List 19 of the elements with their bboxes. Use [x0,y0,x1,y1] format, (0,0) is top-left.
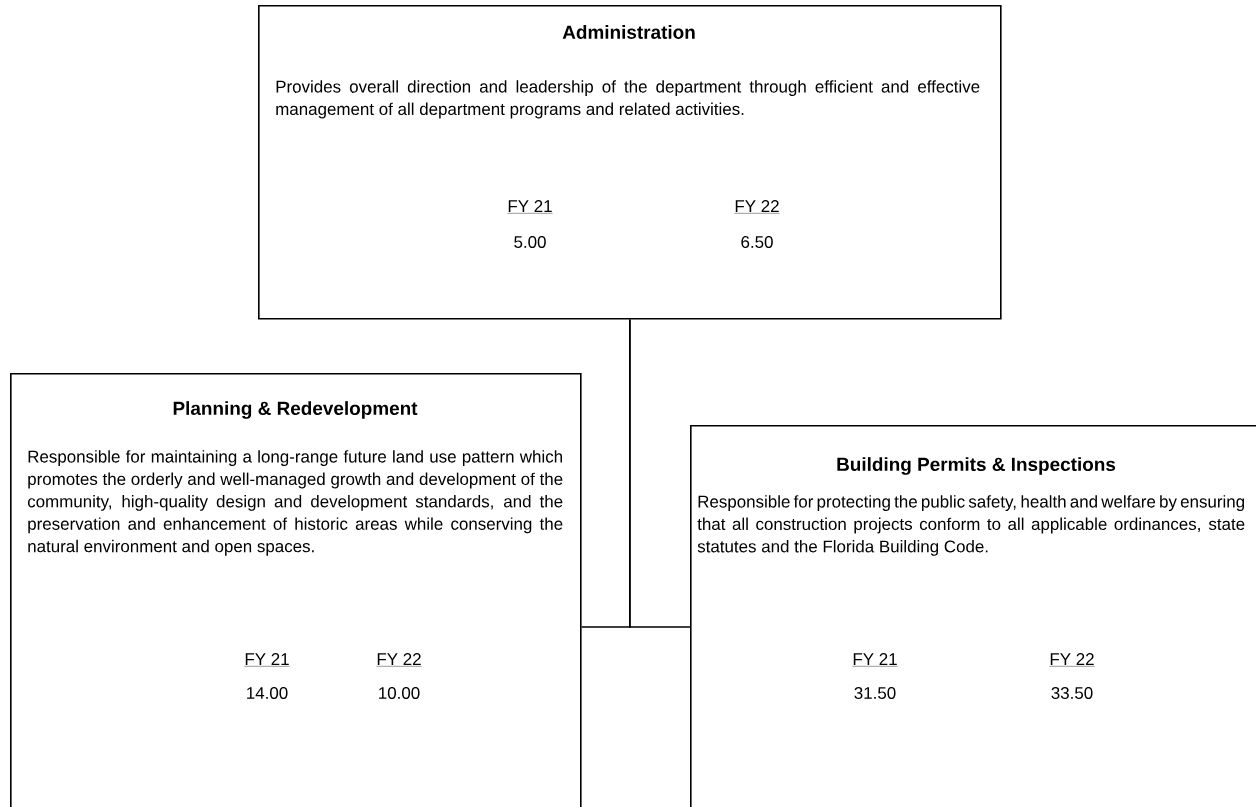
description: Responsible for protecting the public safety, health and welfare by ensuring that all construction projects conform to all applicable ordinances, state statutes and the Florida Building Code. [697,495,1245,556]
staff-count: 14.00 [247,687,288,699]
description: Provides overall direction and leadership of the department through efficient and effective management of all department programs and related activities. [276,80,980,119]
description: Responsible for maintaining a long-range future land use pattern which promotes the orderly and well-managed growth and development of the community, high-quality design and development standards, and the preservation and enhancement of historic areas while conserving the natural environment and open spaces. [27,450,563,556]
year-heading: FY 21 [244,653,290,667]
staff-count: 10.00 [379,687,420,699]
staff-count: 31.50 [854,687,896,699]
staff-count: 5.00 [514,236,546,248]
staff-count: 33.50 [1051,687,1093,699]
year-heading: FY 22 [734,200,780,214]
connector-line [629,318,691,628]
year-heading: FY 22 [1049,653,1095,667]
unit-title: Planning & Redevelopment [173,401,418,419]
unit-title: Administration [562,25,695,39]
year-heading: FY 21 [852,653,898,667]
staff-count: 6.50 [741,236,773,248]
year-heading: FY 22 [376,653,422,667]
year-heading: FY 21 [507,200,553,214]
unit-title: Building Permits & Inspections [837,457,1116,475]
